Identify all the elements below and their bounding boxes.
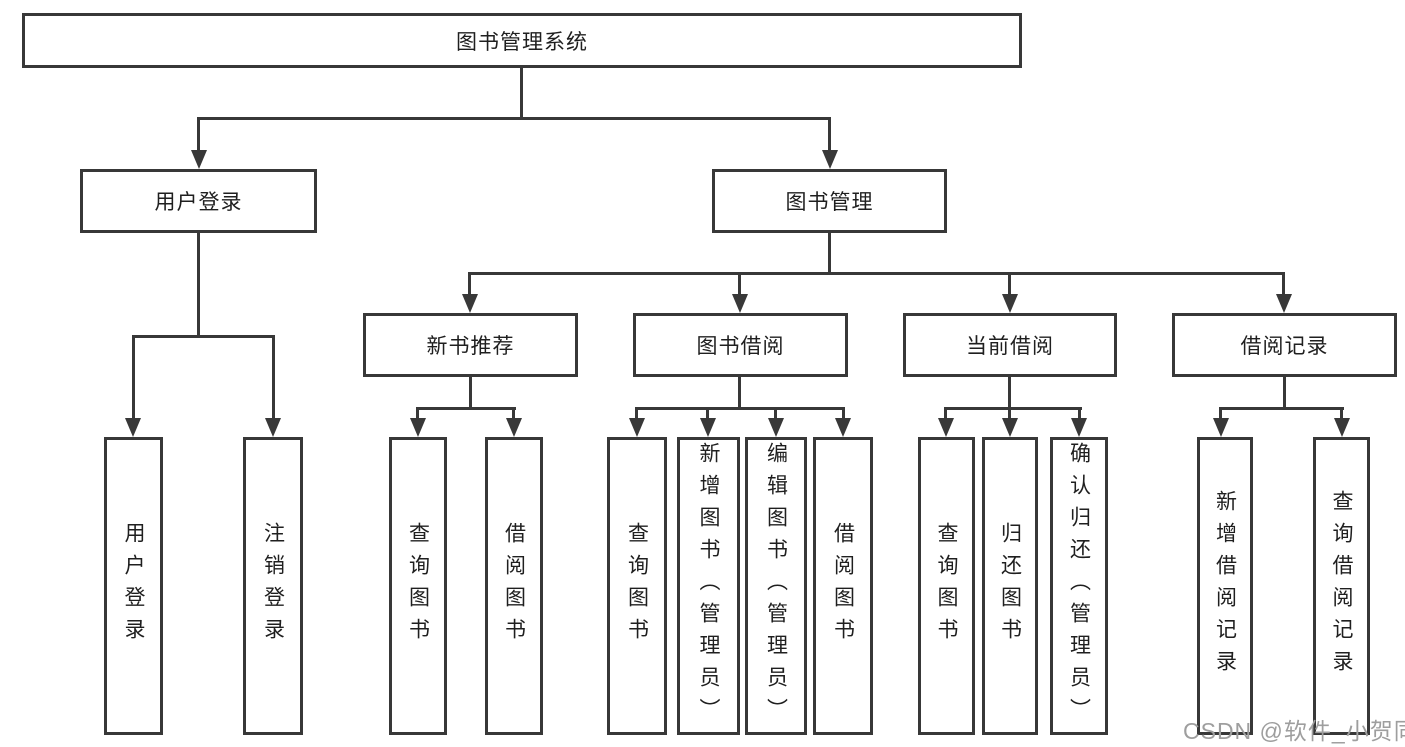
leaf-bb-add-books-admin-label: 新增图书（管理员） bbox=[697, 442, 720, 730]
connector-br-branch bbox=[1220, 407, 1344, 410]
connector-root-stem bbox=[520, 68, 523, 117]
connector-bb-shaft-1 bbox=[635, 407, 638, 425]
node-book-management: 图书管理 bbox=[712, 169, 947, 233]
arrow-to-borrow-records bbox=[1276, 294, 1292, 313]
arrow-to-nb-borrow bbox=[506, 418, 522, 437]
connector-bb-shaft-4 bbox=[842, 407, 845, 425]
connector-cb-shaft-1 bbox=[944, 407, 947, 425]
connector-userlogin-stem bbox=[197, 233, 200, 335]
leaf-bb-add-books-admin: 新增图书（管理员） bbox=[677, 437, 740, 735]
arrow-to-br-add bbox=[1213, 418, 1229, 437]
connector-br-shaft-1 bbox=[1219, 407, 1222, 425]
leaf-cb-query-books: 查询图书 bbox=[918, 437, 975, 735]
leaf-bb-borrow-books-label: 借阅图书 bbox=[831, 522, 855, 650]
connector-bb-stem bbox=[738, 377, 741, 407]
arrow-to-book-management bbox=[822, 150, 838, 169]
connector-bookmgmt-shaft-2 bbox=[738, 272, 741, 300]
arrow-to-book-borrow bbox=[732, 294, 748, 313]
connector-bookmgmt-shaft-3 bbox=[1008, 272, 1011, 300]
arrow-to-bb-edit bbox=[768, 418, 784, 437]
leaf-cb-return-books-label: 归还图书 bbox=[998, 522, 1022, 650]
connector-root-left-shaft bbox=[197, 117, 200, 157]
connector-bookmgmt-branch bbox=[469, 272, 1285, 275]
connector-bookmgmt-shaft-1 bbox=[468, 272, 471, 300]
connector-root-branch bbox=[198, 117, 831, 120]
connector-userlogin-branch bbox=[132, 335, 275, 338]
leaf-nb-borrow-books-label: 借阅图书 bbox=[502, 522, 526, 650]
arrow-to-user-login bbox=[191, 150, 207, 169]
leaf-bb-query-books-label: 查询图书 bbox=[625, 522, 649, 650]
arrow-to-cb-return bbox=[1002, 418, 1018, 437]
connector-nb-shaft-2 bbox=[512, 407, 515, 425]
connector-root-right-shaft bbox=[828, 117, 831, 157]
connector-userlogin-shaft-1 bbox=[132, 335, 135, 425]
leaf-cb-confirm-return-admin-label: 确认归还（管理员） bbox=[1067, 442, 1091, 730]
arrow-to-nb-query bbox=[410, 418, 426, 437]
connector-br-shaft-2 bbox=[1340, 407, 1343, 425]
connector-cb-stem bbox=[1008, 377, 1011, 407]
leaf-nb-borrow-books: 借阅图书 bbox=[485, 437, 543, 735]
arrow-to-bb-query bbox=[629, 418, 645, 437]
leaf-cb-query-books-label: 查询图书 bbox=[935, 522, 958, 650]
node-book-borrow: 图书借阅 bbox=[633, 313, 848, 377]
arrow-to-cb-query bbox=[938, 418, 954, 437]
node-current-borrow-label: 当前借阅 bbox=[966, 335, 1054, 358]
node-current-borrow: 当前借阅 bbox=[903, 313, 1117, 377]
leaf-bb-edit-books-admin: 编辑图书（管理员） bbox=[745, 437, 807, 735]
leaf-nb-query-books-label: 查询图书 bbox=[406, 522, 430, 650]
node-user-login-label: 用户登录 bbox=[154, 191, 243, 214]
connector-nb-shaft-1 bbox=[416, 407, 419, 425]
connector-bookmgmt-shaft-4 bbox=[1282, 272, 1285, 300]
node-root-system: 图书管理系统 bbox=[22, 13, 1022, 68]
arrow-to-leaf-user-login bbox=[125, 418, 141, 437]
node-book-borrow-label: 图书借阅 bbox=[696, 335, 785, 358]
arrow-to-current-borrow bbox=[1002, 294, 1018, 313]
arrow-to-bb-add bbox=[700, 418, 716, 437]
connector-bb-branch bbox=[635, 407, 845, 410]
connector-cb-shaft-2 bbox=[1008, 407, 1011, 425]
arrow-to-new-book-recommend bbox=[462, 294, 478, 313]
leaf-cb-confirm-return-admin: 确认归还（管理员） bbox=[1050, 437, 1108, 735]
leaf-br-add-record: 新增借阅记录 bbox=[1197, 437, 1253, 735]
arrow-to-cb-confirm bbox=[1071, 418, 1087, 437]
leaf-bb-query-books: 查询图书 bbox=[607, 437, 667, 735]
connector-bookmgmt-stem bbox=[828, 233, 831, 272]
leaf-logout: 注销登录 bbox=[243, 437, 303, 735]
connector-userlogin-shaft-2 bbox=[272, 335, 275, 425]
leaf-br-add-record-label: 新增借阅记录 bbox=[1213, 490, 1237, 682]
node-user-login: 用户登录 bbox=[80, 169, 317, 233]
connector-nb-stem bbox=[469, 377, 472, 407]
leaf-br-query-record: 查询借阅记录 bbox=[1313, 437, 1370, 735]
leaf-logout-label: 注销登录 bbox=[261, 522, 285, 650]
leaf-br-query-record-label: 查询借阅记录 bbox=[1330, 490, 1353, 682]
node-new-book-recommend-label: 新书推荐 bbox=[426, 335, 515, 358]
connector-br-stem bbox=[1283, 377, 1286, 407]
connector-bb-shaft-2 bbox=[706, 407, 709, 425]
leaf-bb-edit-books-admin-label: 编辑图书（管理员） bbox=[764, 442, 788, 730]
connector-cb-shaft-3 bbox=[1078, 407, 1081, 425]
connector-nb-branch bbox=[417, 407, 516, 410]
leaf-bb-borrow-books: 借阅图书 bbox=[813, 437, 873, 735]
leaf-user-login: 用户登录 bbox=[104, 437, 163, 735]
node-root-label: 图书管理系统 bbox=[456, 30, 588, 54]
arrow-to-bb-borrow bbox=[835, 418, 851, 437]
leaf-nb-query-books: 查询图书 bbox=[389, 437, 447, 735]
connector-cb-branch bbox=[945, 407, 1082, 410]
node-book-management-label: 图书管理 bbox=[785, 191, 874, 214]
leaf-cb-return-books: 归还图书 bbox=[982, 437, 1038, 735]
connector-bb-shaft-3 bbox=[774, 407, 777, 425]
arrow-to-br-query bbox=[1334, 418, 1350, 437]
arrow-to-leaf-logout bbox=[265, 418, 281, 437]
node-new-book-recommend: 新书推荐 bbox=[363, 313, 578, 377]
node-borrow-records: 借阅记录 bbox=[1172, 313, 1397, 377]
leaf-user-login-label: 用户登录 bbox=[122, 522, 145, 650]
node-borrow-records-label: 借阅记录 bbox=[1240, 335, 1329, 358]
csdn-watermark: CSDN @软件_小贺同学 bbox=[1183, 718, 1405, 744]
